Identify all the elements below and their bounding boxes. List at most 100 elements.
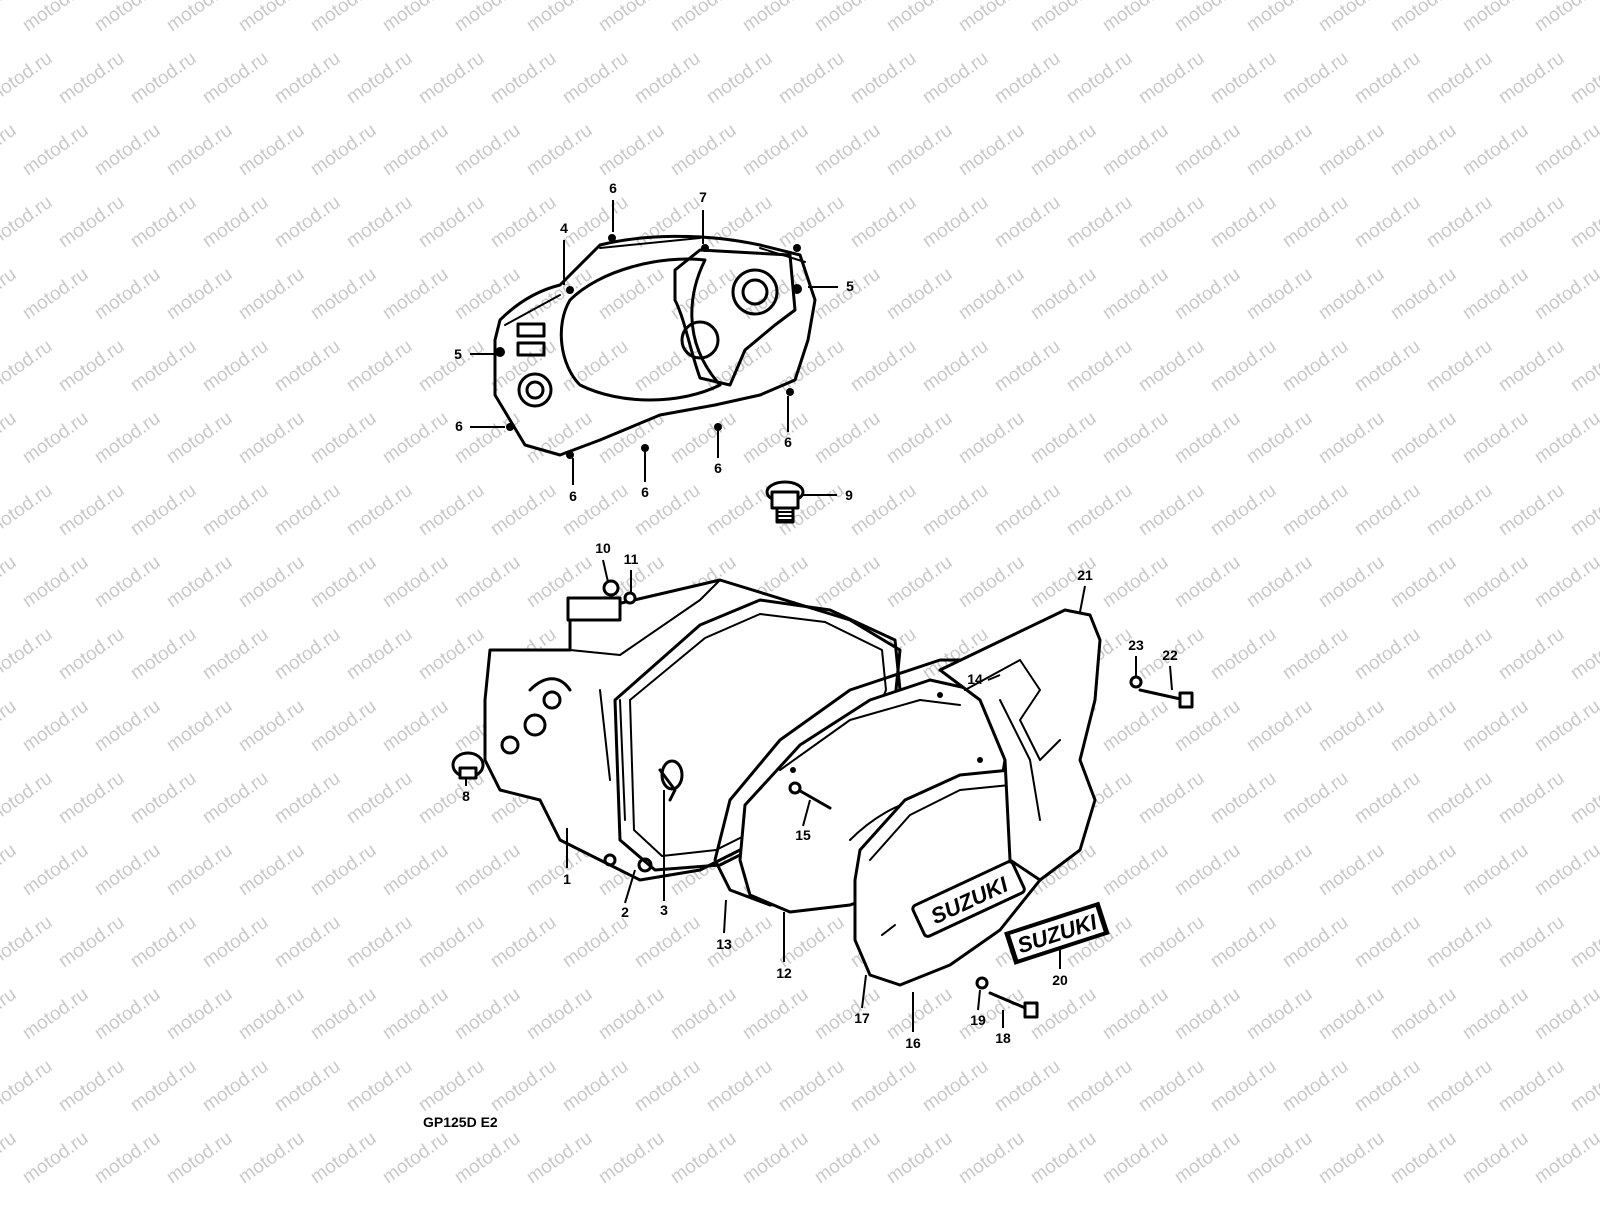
watermark-text: motod.ru bbox=[163, 552, 236, 612]
watermark-text: motod.ru bbox=[271, 48, 344, 108]
watermark-text: motod.ru bbox=[379, 1128, 452, 1188]
watermark-text: motod.ru bbox=[415, 912, 488, 972]
watermark-text: motod.ru bbox=[91, 408, 164, 468]
watermark-text: motod.ru bbox=[595, 984, 668, 1044]
watermark-text: motod.ru bbox=[1423, 48, 1496, 108]
watermark-text: motod.ru bbox=[379, 552, 452, 612]
watermark-text: motod.ru bbox=[1351, 624, 1424, 684]
watermark-text: motod.ru bbox=[235, 408, 308, 468]
callout-5: 5 bbox=[846, 278, 854, 294]
watermark-text: motod.ru bbox=[0, 768, 56, 828]
watermark-text: motod.ru bbox=[883, 264, 956, 324]
callout-2: 2 bbox=[621, 904, 629, 920]
leader-line-21 bbox=[1080, 586, 1085, 612]
watermark-text: motod.ru bbox=[1207, 624, 1280, 684]
watermark-text: motod.ru bbox=[919, 192, 992, 252]
callout-17: 17 bbox=[854, 1010, 870, 1026]
callout-9: 9 bbox=[845, 487, 853, 503]
watermark-text: motod.ru bbox=[595, 264, 668, 324]
watermark-text: motod.ru bbox=[1387, 984, 1460, 1044]
watermark-text: motod.ru bbox=[1207, 48, 1280, 108]
watermark-text: motod.ru bbox=[667, 264, 740, 324]
watermark-text: motod.ru bbox=[1027, 1128, 1100, 1188]
watermark-text: motod.ru bbox=[1315, 264, 1388, 324]
watermark-text: motod.ru bbox=[1351, 768, 1424, 828]
watermark-text: motod.ru bbox=[343, 480, 416, 540]
watermark-text: motod.ru bbox=[991, 1056, 1064, 1116]
watermark-text: motod.ru bbox=[1171, 264, 1244, 324]
watermark-text: motod.ru bbox=[559, 1056, 632, 1116]
watermark-text: motod.ru bbox=[0, 1056, 56, 1116]
watermark-text: motod.ru bbox=[1531, 552, 1600, 612]
watermark-text: motod.ru bbox=[1531, 0, 1600, 36]
watermark-text: motod.ru bbox=[379, 264, 452, 324]
watermark-text: motod.ru bbox=[1099, 552, 1172, 612]
watermark-text: motod.ru bbox=[1495, 912, 1568, 972]
watermark-text: motod.ru bbox=[1243, 1128, 1316, 1188]
watermark-text: motod.ru bbox=[163, 408, 236, 468]
watermark-text: motod.ru bbox=[1063, 336, 1136, 396]
watermark-text: motod.ru bbox=[1243, 264, 1316, 324]
watermark-text: motod.ru bbox=[1387, 120, 1460, 180]
watermark-text: motod.ru bbox=[127, 912, 200, 972]
watermark-text: motod.ru bbox=[955, 0, 1028, 36]
watermark-text: motod.ru bbox=[1099, 264, 1172, 324]
watermark-text: motod.ru bbox=[1099, 0, 1172, 36]
watermark-text: motod.ru bbox=[703, 1056, 776, 1116]
callout-1: 1 bbox=[563, 871, 571, 887]
watermark-text: motod.ru bbox=[0, 552, 20, 612]
watermark-text: motod.ru bbox=[523, 984, 596, 1044]
watermark-text: motod.ru bbox=[91, 696, 164, 756]
watermark-text: motod.ru bbox=[127, 624, 200, 684]
watermark-text: motod.ru bbox=[0, 192, 56, 252]
watermark-text: motod.ru bbox=[1171, 408, 1244, 468]
watermark-text: motod.ru bbox=[487, 912, 560, 972]
watermark-text: motod.ru bbox=[703, 48, 776, 108]
watermark-text: motod.ru bbox=[523, 120, 596, 180]
watermark-text: motod.ru bbox=[595, 1128, 668, 1188]
watermark-text: motod.ru bbox=[451, 120, 524, 180]
watermark-text: motod.ru bbox=[1459, 552, 1532, 612]
watermark-text: motod.ru bbox=[91, 552, 164, 612]
watermark-text: motod.ru bbox=[91, 984, 164, 1044]
watermark-text: motod.ru bbox=[1531, 1128, 1600, 1188]
watermark-text: motod.ru bbox=[667, 408, 740, 468]
callout-19: 19 bbox=[970, 1012, 986, 1028]
watermark-text: motod.ru bbox=[631, 912, 704, 972]
watermark-text: motod.ru bbox=[343, 912, 416, 972]
watermark-text: motod.ru bbox=[451, 984, 524, 1044]
watermark-text: motod.ru bbox=[55, 192, 128, 252]
watermark-text: motod.ru bbox=[1351, 48, 1424, 108]
watermark-text: motod.ru bbox=[1279, 768, 1352, 828]
watermark-text: motod.ru bbox=[703, 912, 776, 972]
watermark-text: motod.ru bbox=[1099, 840, 1172, 900]
watermark-text: motod.ru bbox=[0, 0, 20, 36]
watermark-text: motod.ru bbox=[1243, 552, 1316, 612]
watermark-text: motod.ru bbox=[0, 120, 20, 180]
watermark-text: motod.ru bbox=[595, 0, 668, 36]
watermark-text: motod.ru bbox=[667, 984, 740, 1044]
callout-3: 3 bbox=[660, 902, 668, 918]
watermark-text: motod.ru bbox=[1207, 336, 1280, 396]
watermark-text: motod.ru bbox=[1495, 192, 1568, 252]
watermark-text: motod.ru bbox=[847, 1056, 920, 1116]
watermark-text: motod.ru bbox=[415, 48, 488, 108]
watermark-text: motod.ru bbox=[559, 336, 632, 396]
watermark-text: motod.ru bbox=[307, 552, 380, 612]
watermark-text: motod.ru bbox=[991, 48, 1064, 108]
watermark-text: motod.ru bbox=[1171, 0, 1244, 36]
watermark-text: motod.ru bbox=[955, 1128, 1028, 1188]
watermark-text: motod.ru bbox=[0, 840, 20, 900]
leader-line-19 bbox=[978, 990, 980, 1010]
watermark-text: motod.ru bbox=[1171, 552, 1244, 612]
watermark-text: motod.ru bbox=[883, 0, 956, 36]
watermark-text: motod.ru bbox=[991, 192, 1064, 252]
watermark-text: motod.ru bbox=[1207, 1056, 1280, 1116]
watermark-text: motod.ru bbox=[163, 0, 236, 36]
watermark-text: motod.ru bbox=[1387, 696, 1460, 756]
watermark-text: motod.ru bbox=[451, 1128, 524, 1188]
watermark-text: motod.ru bbox=[199, 336, 272, 396]
watermark-text: motod.ru bbox=[1423, 480, 1496, 540]
watermark-text: motod.ru bbox=[19, 1128, 92, 1188]
